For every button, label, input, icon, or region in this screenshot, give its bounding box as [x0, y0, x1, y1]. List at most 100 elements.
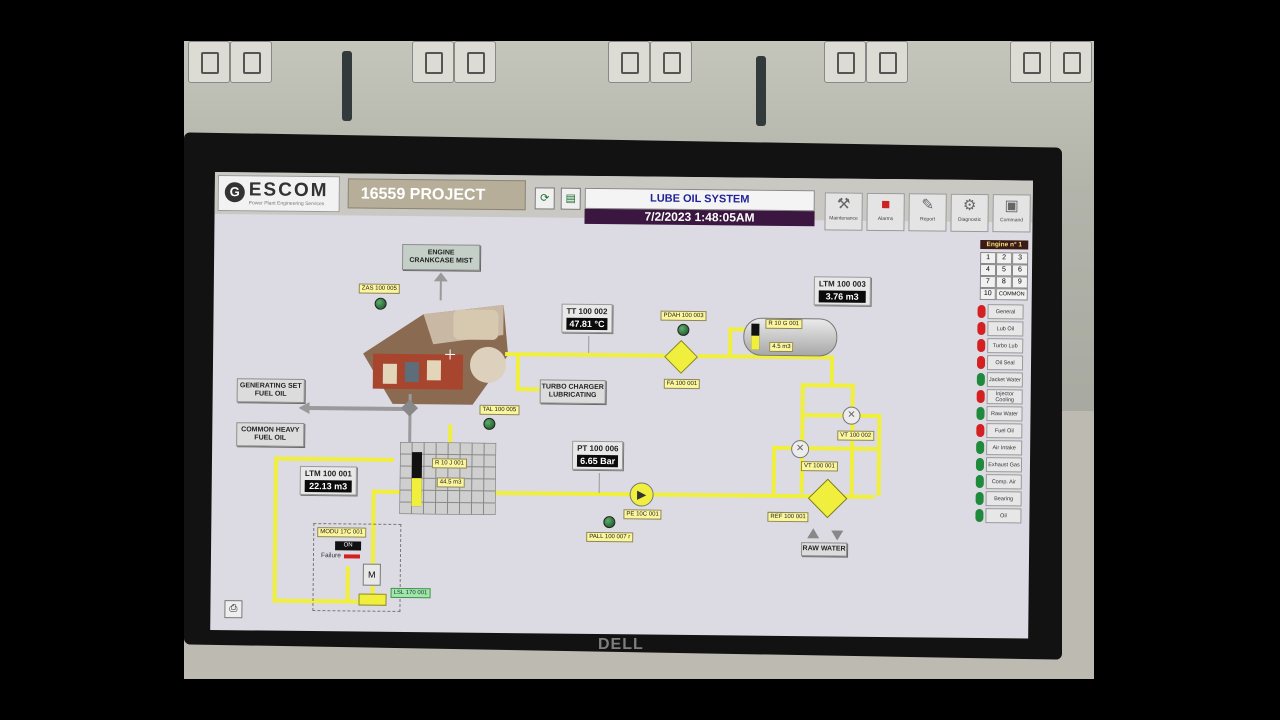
- status-dot: [976, 372, 985, 387]
- system-label: Fuel Oil: [986, 423, 1023, 439]
- lube-oil-pipe: [799, 383, 805, 494]
- screens-button[interactable]: ▤: [560, 187, 581, 210]
- print-button[interactable]: ⎙: [224, 600, 243, 619]
- tal-tag: TAL 100 005: [479, 404, 520, 416]
- lube-oil-pipe: [876, 413, 882, 496]
- nav-alarms-button[interactable]: ■Alarms: [866, 192, 905, 232]
- nav-label: Alarms: [877, 215, 894, 223]
- cabinet-module: [188, 41, 230, 83]
- alarm-icon: ■: [881, 195, 891, 214]
- cabinet-handle: [342, 51, 352, 121]
- common-button[interactable]: COMMON: [995, 288, 1028, 301]
- modu-state: ON: [335, 541, 362, 551]
- ltm-100-003-measurement: LTM 100 003 3.76 m3: [813, 276, 871, 306]
- cabinet-module: [1050, 41, 1092, 83]
- engine-7-button[interactable]: 7: [979, 276, 996, 289]
- cabinet-module: [1010, 41, 1052, 83]
- status-dot: [976, 423, 985, 438]
- refresh-icon: ⟳: [540, 192, 550, 205]
- lube-oil-pipe: [273, 456, 395, 462]
- system-row-bearing[interactable]: Bearing: [975, 491, 1024, 507]
- diesel-engine-image: [363, 305, 509, 405]
- system-label: Raw Water: [986, 406, 1023, 422]
- left-arrow-icon: [298, 401, 310, 415]
- measurement-value: 3.76 m3: [818, 290, 866, 303]
- rg-volume: 4.5 m3: [769, 341, 794, 353]
- system-label: Turbo Lub: [987, 338, 1024, 354]
- status-dot: [976, 440, 985, 455]
- nav-diagnostic-button[interactable]: ⚙Diagnostic: [950, 193, 989, 233]
- oil-filter-fa[interactable]: [664, 339, 699, 374]
- system-row-exhaust-gas[interactable]: Exhaust Gas: [975, 457, 1024, 473]
- rg-tag: R 10 G 001: [765, 318, 803, 330]
- cabinet-module: [650, 41, 692, 83]
- pall-status-led: [603, 516, 616, 529]
- measurement-name: PT 100 006: [577, 443, 619, 454]
- lube-oil-pipe: [771, 445, 777, 496]
- measurement-name: TT 100 002: [566, 306, 608, 317]
- engine-10-button[interactable]: 10: [979, 288, 996, 301]
- pall-tag: PALL 100 007 r: [586, 531, 634, 543]
- lube-oil-pipe: [515, 387, 540, 392]
- system-row-oil-seal[interactable]: Oil Seal: [976, 355, 1025, 371]
- cabinet-module: [230, 41, 272, 83]
- generating-set-fuel-oil-label: GENERATING SET FUEL OIL: [236, 378, 305, 403]
- lube-oil-pipe: [800, 383, 855, 388]
- engine-1-button[interactable]: 1: [980, 252, 997, 265]
- thermostatic-valve-vt2[interactable]: ✕: [842, 406, 861, 425]
- nav-label: Command: [999, 217, 1024, 224]
- system-row-turbo-lub[interactable]: Turbo Lub: [977, 338, 1025, 354]
- status-dot: [975, 457, 985, 472]
- lube-oil-pump-icon[interactable]: ▶: [629, 482, 654, 507]
- common-heavy-fuel-oil-label: COMMON HEAVY FUEL OIL: [236, 422, 305, 447]
- nav-maintenance-button[interactable]: ⚒Maintenance: [824, 192, 863, 231]
- nav-label: Report: [919, 216, 936, 223]
- escom-logo-icon: G: [224, 182, 245, 203]
- engine-9-button[interactable]: 9: [1011, 276, 1028, 289]
- monitor-brand-logo: DELL: [598, 636, 644, 653]
- lube-oil-pipe: [272, 456, 279, 601]
- logo-text: ESCOM: [248, 179, 329, 202]
- nav-command-button[interactable]: ▣Command: [992, 194, 1031, 233]
- vt2-tag: VT 100 002: [837, 430, 875, 441]
- system-row-oil[interactable]: Oil: [975, 508, 1023, 524]
- hmi-screen: G ESCOM Power Plant Engineering Services…: [210, 172, 1033, 639]
- engine-5-button[interactable]: 5: [995, 264, 1013, 277]
- hmi-header: G ESCOM Power Plant Engineering Services…: [214, 172, 1033, 233]
- cabinet-module: [824, 41, 866, 83]
- system-label: Injector Cooling: [986, 389, 1023, 405]
- wrench-icon: ⚒: [836, 195, 851, 213]
- system-row-fuel-oil[interactable]: Fuel Oil: [976, 423, 1024, 439]
- engine-8-button[interactable]: 8: [995, 276, 1012, 289]
- motor-icon[interactable]: M: [362, 563, 381, 586]
- system-row-comp-air[interactable]: Comp. Air: [975, 474, 1024, 490]
- system-row-air-intake[interactable]: Air Intake: [976, 440, 1024, 456]
- system-row-injector-cooling[interactable]: Injector Cooling: [976, 389, 1025, 405]
- refresh-button[interactable]: ⟳: [534, 187, 555, 210]
- status-dot: [975, 508, 984, 523]
- measurement-value: 22.13 m3: [304, 479, 352, 493]
- raw-water-label: RAW WATER: [801, 542, 848, 557]
- system-row-lub-oil[interactable]: Lub Oil: [977, 321, 1025, 337]
- cabinet-handle: [756, 56, 766, 126]
- oil-cooler-ref[interactable]: [807, 478, 848, 519]
- transfer-pump-icon[interactable]: [358, 593, 387, 606]
- status-dot: [977, 304, 986, 319]
- nav-report-button[interactable]: ✎Report: [908, 193, 947, 232]
- engine-4-button[interactable]: 4: [979, 264, 997, 277]
- system-row-raw-water[interactable]: Raw Water: [976, 406, 1024, 422]
- system-row-general[interactable]: General: [977, 304, 1026, 320]
- system-label: Bearing: [985, 491, 1022, 507]
- engine-3-button[interactable]: 3: [1012, 252, 1029, 265]
- system-label: Comp. Air: [985, 474, 1022, 490]
- raw-water-out-arrow-icon: [831, 530, 844, 541]
- engine-6-button[interactable]: 6: [1011, 264, 1029, 277]
- engine-2-button[interactable]: 2: [996, 252, 1013, 265]
- engine-panel-title: Engine n° 1: [980, 240, 1029, 250]
- cabinet-module: [608, 41, 650, 83]
- failure-indicator: [343, 554, 361, 559]
- system-row-jacket-water[interactable]: Jacket Water: [976, 372, 1025, 388]
- status-dot: [976, 389, 985, 404]
- thermostatic-valve-vt1[interactable]: ✕: [791, 440, 810, 459]
- system-label: Air Intake: [986, 440, 1023, 456]
